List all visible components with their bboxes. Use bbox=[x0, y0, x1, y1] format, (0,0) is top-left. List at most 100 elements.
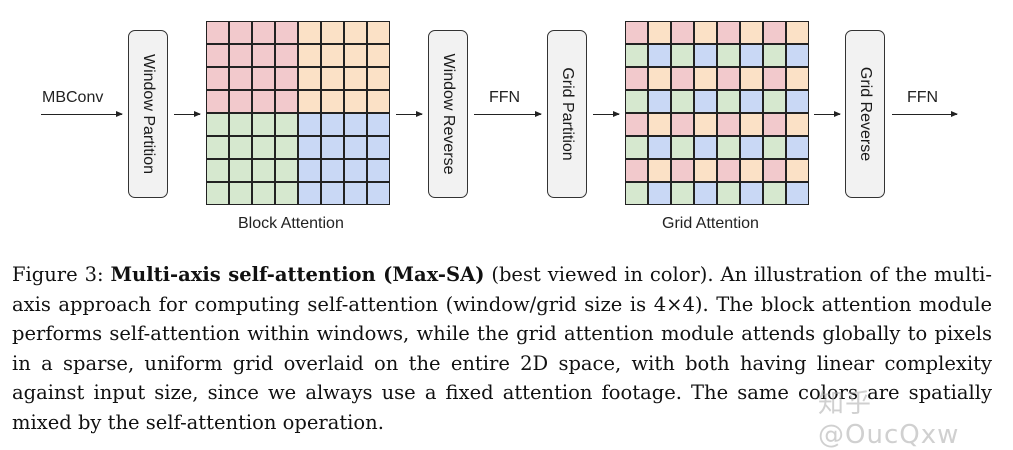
block-cell bbox=[321, 67, 344, 90]
block-cell bbox=[321, 136, 344, 159]
block-cell bbox=[344, 90, 367, 113]
block-cell bbox=[344, 182, 367, 204]
grid-cell bbox=[671, 67, 694, 90]
ffn-label-1: FFN bbox=[489, 89, 521, 106]
grid-cell bbox=[763, 136, 786, 159]
block-cell bbox=[367, 22, 389, 44]
block-cell bbox=[207, 22, 229, 44]
block-cell bbox=[229, 182, 252, 204]
block-cell bbox=[321, 44, 344, 67]
grid-cell bbox=[740, 113, 763, 136]
grid-cell bbox=[763, 113, 786, 136]
grid-cell bbox=[786, 67, 808, 90]
block-cell bbox=[252, 113, 275, 136]
grid-cell bbox=[763, 182, 786, 204]
block-cell bbox=[367, 90, 389, 113]
grid-cell bbox=[740, 67, 763, 90]
grid-cell bbox=[740, 44, 763, 67]
block-cell bbox=[229, 136, 252, 159]
grid-cell bbox=[626, 44, 648, 67]
block-cell bbox=[207, 159, 229, 182]
grid-cell bbox=[626, 90, 648, 113]
caption-body: (best viewed in color). An illustration … bbox=[12, 263, 992, 434]
grid-cell bbox=[626, 159, 648, 182]
max-sa-diagram: MBConv Window Partition Block Attention … bbox=[41, 21, 958, 232]
grid-cell bbox=[717, 136, 740, 159]
grid-cell bbox=[717, 113, 740, 136]
block-cell bbox=[275, 22, 298, 44]
grid-cell bbox=[648, 136, 671, 159]
block-cell bbox=[207, 113, 229, 136]
block-cell bbox=[321, 182, 344, 204]
block-cell bbox=[207, 136, 229, 159]
grid-cell bbox=[740, 136, 763, 159]
grid-cell bbox=[648, 113, 671, 136]
grid-cell bbox=[717, 44, 740, 67]
grid-cell bbox=[740, 182, 763, 204]
grid-cell bbox=[671, 22, 694, 44]
block-cell bbox=[298, 22, 321, 44]
grid-cell bbox=[763, 90, 786, 113]
grid-cell bbox=[648, 182, 671, 204]
grid-cell bbox=[671, 159, 694, 182]
block-cell bbox=[252, 67, 275, 90]
grid-cell bbox=[626, 67, 648, 90]
block-cell bbox=[298, 67, 321, 90]
block-cell bbox=[367, 44, 389, 67]
block-cell bbox=[252, 90, 275, 113]
block-cell bbox=[344, 113, 367, 136]
grid-cell bbox=[740, 22, 763, 44]
arrow-to-block-attention bbox=[174, 111, 201, 117]
grid-cell bbox=[694, 159, 717, 182]
window-reverse-box: Window Reverse bbox=[428, 30, 468, 198]
arrow-to-window-reverse bbox=[396, 111, 423, 117]
block-cell bbox=[367, 67, 389, 90]
grid-cell bbox=[740, 90, 763, 113]
block-cell bbox=[252, 182, 275, 204]
block-cell bbox=[229, 22, 252, 44]
block-cell bbox=[298, 44, 321, 67]
block-cell bbox=[252, 44, 275, 67]
block-cell bbox=[367, 136, 389, 159]
block-cell bbox=[207, 44, 229, 67]
block-cell bbox=[275, 182, 298, 204]
block-cell bbox=[207, 90, 229, 113]
block-cell bbox=[344, 67, 367, 90]
block-cell bbox=[298, 90, 321, 113]
block-cell bbox=[275, 136, 298, 159]
block-cell bbox=[298, 159, 321, 182]
block-cell bbox=[229, 44, 252, 67]
grid-cell bbox=[786, 113, 808, 136]
grid-cell bbox=[740, 159, 763, 182]
block-cell bbox=[275, 159, 298, 182]
block-cell bbox=[275, 90, 298, 113]
grid-partition-box: Grid Partition bbox=[547, 30, 587, 198]
grid-cell bbox=[626, 136, 648, 159]
grid-cell bbox=[763, 22, 786, 44]
grid-cell bbox=[786, 22, 808, 44]
block-cell bbox=[367, 159, 389, 182]
grid-cell bbox=[763, 159, 786, 182]
block-attention-grid bbox=[206, 21, 390, 205]
grid-cell bbox=[694, 90, 717, 113]
grid-cell bbox=[626, 113, 648, 136]
block-cell bbox=[229, 113, 252, 136]
grid-cell bbox=[648, 22, 671, 44]
grid-cell bbox=[671, 113, 694, 136]
block-cell bbox=[344, 44, 367, 67]
block-cell bbox=[229, 90, 252, 113]
grid-cell bbox=[671, 136, 694, 159]
watermark: 知乎 @OucQxw bbox=[818, 389, 960, 450]
window-partition-box: Window Partition bbox=[128, 30, 168, 198]
block-cell bbox=[344, 22, 367, 44]
grid-attention-label: Grid Attention bbox=[662, 215, 759, 232]
grid-cell bbox=[648, 90, 671, 113]
block-cell bbox=[252, 159, 275, 182]
arrow-to-grid-reverse bbox=[814, 111, 841, 117]
arrow-to-grid-attention bbox=[593, 111, 620, 117]
grid-cell bbox=[763, 44, 786, 67]
block-cell bbox=[207, 67, 229, 90]
block-cell bbox=[275, 113, 298, 136]
arrow-ffn-1 bbox=[474, 111, 542, 117]
block-cell bbox=[252, 22, 275, 44]
